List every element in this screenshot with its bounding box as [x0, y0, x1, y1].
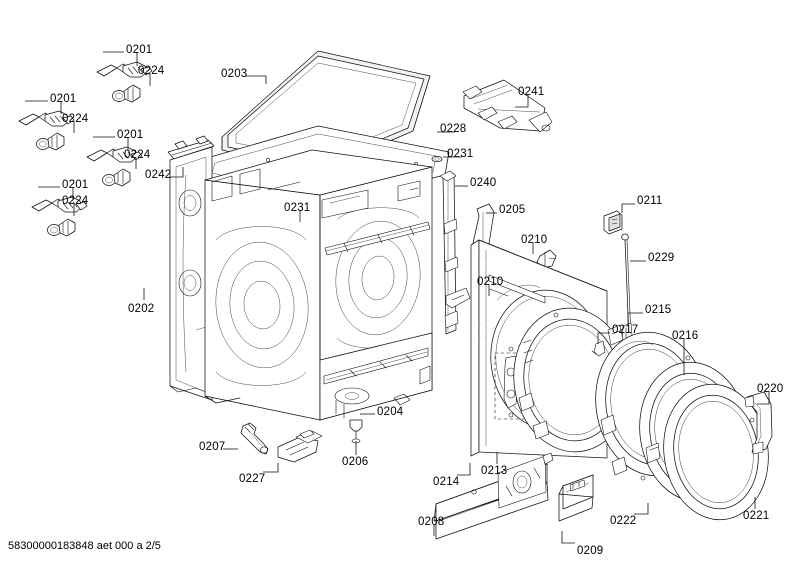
- part-0206-foot-bolt: [349, 419, 363, 444]
- part-0221-door-outer-ring: [663, 383, 769, 521]
- part-label-0202: 0202: [128, 303, 155, 315]
- part-0227-mounting-bracket: [277, 429, 323, 463]
- leader-line-0203: [245, 75, 267, 84]
- part-label-0222: 0222: [610, 515, 637, 527]
- leader-line-0220: [757, 392, 770, 405]
- document-footer: 58300000183848 aet 000 a 2/5: [8, 540, 161, 552]
- part-0242-guide-rail: [167, 135, 215, 160]
- leader-line-0209: [561, 531, 575, 544]
- part-label-0210: 0210: [477, 276, 504, 288]
- part-label-0231: 0231: [284, 202, 311, 214]
- part-label-0217: 0217: [612, 324, 639, 336]
- leader-line-0211: [621, 203, 635, 213]
- part-label-0209: 0209: [577, 545, 604, 557]
- part-0220-door-handle: [744, 391, 773, 455]
- leader-line-0214: [457, 463, 471, 476]
- part-0231-grommet-b: [431, 155, 443, 163]
- part-0208-base-plinth-panel: [433, 452, 554, 540]
- part-label-0208: 0208: [418, 516, 445, 528]
- leader-line-0215: [627, 312, 643, 325]
- part-label-0210: 0210: [521, 234, 548, 246]
- part-label-0229: 0229: [648, 252, 675, 264]
- leader-line-0201: [93, 136, 129, 150]
- part-label-0213: 0213: [481, 465, 508, 477]
- part-label-0211: 0211: [637, 195, 663, 207]
- part-label-0221: 0221: [743, 510, 770, 522]
- part-label-0224: 0224: [62, 113, 89, 125]
- part-label-0215: 0215: [645, 304, 672, 316]
- part-label-0224: 0224: [138, 65, 165, 77]
- leader-line-0201: [38, 186, 74, 200]
- part-label-0201: 0201: [50, 93, 77, 105]
- part-label-0201: 0201: [62, 179, 89, 191]
- part-label-0206: 0206: [342, 456, 369, 468]
- part-label-0201: 0201: [117, 129, 144, 141]
- part-label-0207: 0207: [199, 441, 226, 453]
- part-0209-service-flap: [558, 474, 594, 522]
- part-label-0220: 0220: [757, 383, 784, 395]
- leader-lines: [25, 51, 770, 544]
- part-label-0205: 0205: [499, 204, 526, 216]
- part-label-0216: 0216: [672, 330, 699, 342]
- part-0202-side-panel-left: [169, 146, 213, 401]
- part-label-0224: 0224: [62, 195, 89, 207]
- leader-line-0222: [634, 503, 649, 515]
- leader-line-0241: [515, 95, 529, 108]
- part-0210-clip-a: [536, 249, 557, 269]
- leader-line-0242: [169, 167, 184, 178]
- leader-line-0201: [25, 100, 62, 114]
- part-0217-door-glass-seal: [591, 340, 606, 357]
- part-label-0224: 0224: [124, 149, 151, 161]
- part-label-0201: 0201: [126, 44, 153, 56]
- part-0240-vertical-rail: [439, 170, 471, 335]
- part-0211-sensor-block: [603, 210, 623, 235]
- part-label-0240: 0240: [470, 177, 497, 189]
- part-label-0231: 0231: [447, 148, 474, 160]
- part-label-0214: 0214: [433, 476, 460, 488]
- part-label-0204: 0204: [377, 406, 404, 418]
- part-0241-transport-brace: [462, 79, 553, 133]
- part-0207-wrench-tool: [240, 422, 269, 455]
- part-0204-cabinet-chassis: [204, 149, 433, 421]
- leader-line-0201: [103, 51, 138, 66]
- part-label-0241: 0241: [518, 86, 545, 98]
- part-label-0227: 0227: [239, 473, 266, 485]
- leader-line-0227: [263, 463, 279, 473]
- part-label-0203: 0203: [221, 68, 248, 80]
- leader-line-0217: [597, 332, 610, 344]
- part-label-0242: 0242: [145, 169, 172, 181]
- part-label-0228: 0228: [440, 123, 467, 135]
